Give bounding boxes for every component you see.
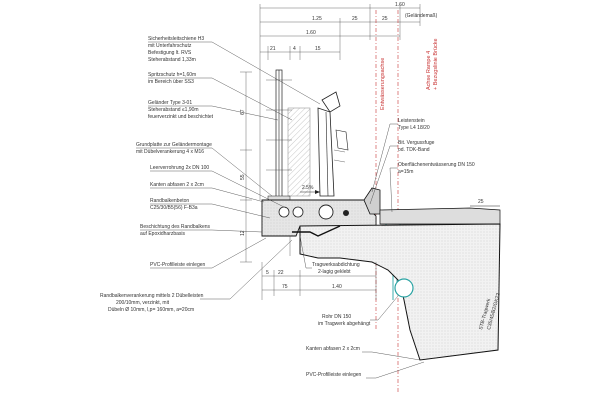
label-railing: Geländer Type 3-01: [148, 100, 192, 106]
label-pvc-bottom: PVC-Profilleiste einlegen: [306, 372, 362, 378]
dim-125: 1.25: [312, 16, 322, 22]
axis-bridge-label: + Bezugslinie Brücke: [433, 38, 439, 90]
left-dimension-chain: 67 55 12: [240, 71, 252, 263]
deck-slope-label: 25: [478, 199, 484, 205]
right-callouts: Leistenstein Type L4 18/20 Bit. Vergussf…: [369, 118, 475, 213]
label-barrier-sub1: mit Unterfahrschutz: [148, 43, 192, 49]
label-pipe-sub: im Tragwerk abgehängt: [318, 321, 371, 327]
label-railing-sub1: Steherabstand ≤1,90m: [148, 107, 199, 113]
dim-15: 15: [315, 46, 321, 52]
bottom-callouts: Tragwerksabdichtung 2-lagig geklebt Rohr…: [299, 235, 425, 379]
label-pipe: Rohr DN 150: [322, 314, 351, 320]
label-baseplate-sub1: mit Dübelverankerung 4 x M16: [136, 149, 204, 155]
slope-label: 2.5%: [302, 185, 314, 191]
railing: [266, 69, 292, 212]
label-drainage: Oberflächenentwässerung DN 150: [398, 162, 475, 168]
label-joint: Bit. Vergussfuge: [398, 140, 435, 146]
label-coating: Beschichtung des Randbalkens: [140, 224, 211, 230]
label-chamfer-bottom: Kanten abfasen 2 x 2cm: [306, 346, 360, 352]
axis-drainage-label: Entwässerungsachse: [380, 58, 386, 110]
dim-160: 1.60: [306, 30, 316, 36]
label-edge-concrete: Randbalkenbeton: [150, 198, 189, 204]
dim-22: 22: [278, 270, 284, 276]
dim-25b: 25: [382, 16, 388, 22]
dim-note: (Geländemaß): [405, 13, 438, 19]
waterproofing: [289, 225, 341, 256]
label-chamfer-top: Kanten abfasen 2 x 2cm: [150, 182, 204, 188]
label-drainage-sub1: a=15m: [398, 169, 413, 175]
dim-4: 4: [293, 46, 296, 52]
dim-75: 75: [282, 284, 288, 290]
label-edge-concrete-sub1: C25/30/B5(56) F-B3a: [150, 205, 198, 211]
label-curbstone: Leistenstein: [398, 118, 425, 124]
label-waterproofing-sub: 2-lagig geklebt: [318, 269, 351, 275]
label-barrier: Sicherheitsleitschiene H3: [148, 36, 204, 42]
spray-guard: [287, 107, 311, 197]
label-barrier-sub3: Steherabstand 1,33m: [148, 57, 196, 63]
axis-ramp-label: Achse Rampe 4: [426, 51, 432, 90]
label-baseplate: Grundplatte zur Geländermontage: [136, 142, 212, 148]
safety-barrier: [317, 91, 349, 197]
axes: Entwässerungsachse Achse Rampe 4 + Bezug…: [375, 10, 439, 392]
main-girder: STB-Tragwerk C35/45/B2/GK22: [299, 223, 502, 361]
dim-55: 55: [240, 174, 246, 180]
dim-21: 21: [270, 46, 276, 52]
left-callouts: Sicherheitsleitschiene H3 mit Unterfahrs…: [100, 36, 321, 313]
dim-12: 12: [240, 230, 246, 236]
dim-total: 1.60: [395, 2, 405, 8]
deck-surface: 25: [379, 199, 501, 225]
label-joint-sub1: od. TDK-Band: [398, 147, 430, 153]
label-curbstone-sub1: Type L4 18/20: [398, 125, 430, 131]
dim-140: 1.40: [332, 284, 342, 290]
dim-67: 67: [240, 109, 246, 115]
label-anchoring: Randbalkenverankerung mittels 2 Dübellei…: [100, 293, 204, 299]
label-coating-sub1: auf Epoxidharzbasis: [140, 231, 186, 237]
dim-25a: 25: [352, 16, 358, 22]
label-spray-sub1: im Bereich über SS3: [148, 79, 194, 85]
label-barrier-sub2: Befestigung lt. RVS: [148, 50, 192, 56]
label-anchoring-sub1: 200/10mm, verzinkt, mit: [116, 300, 170, 306]
label-railing-sub2: feuerverzinkt und beschichtet: [148, 114, 214, 120]
label-anchoring-sub2: Dübeln Ø 10mm, l,p= 160mm, a=20cm: [108, 307, 194, 313]
label-waterproofing: Tragwerksabdichtung: [312, 262, 360, 268]
label-conduits: Leerverrohrung 2x DN 100: [150, 165, 209, 171]
dim-5: 5: [266, 270, 269, 276]
label-spray: Spritzschutz h=1,60m: [148, 72, 196, 78]
label-pvc-top: PVC-Profilleiste einlegen: [150, 262, 206, 268]
top-dimension-chain: 1.60 (Geländemaß) 1.25 25 25 1.60 21 4 1…: [259, 2, 438, 200]
